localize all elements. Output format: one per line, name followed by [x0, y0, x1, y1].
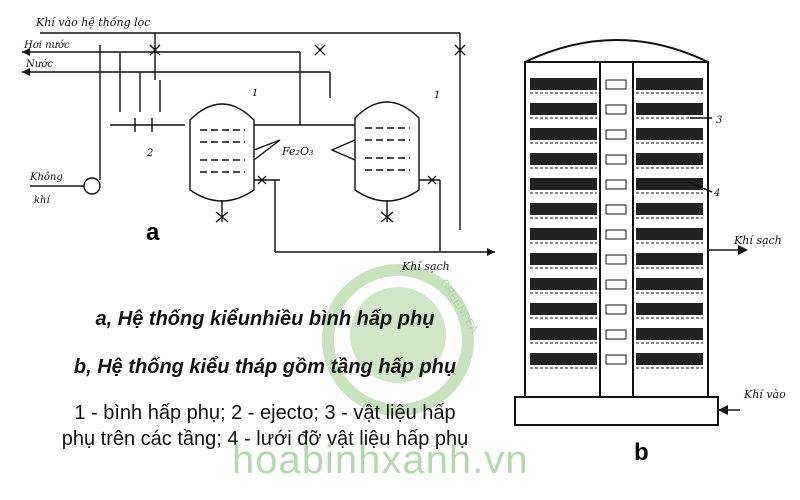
air-label-line2: khí [34, 195, 52, 206]
center-channel-cap [605, 304, 627, 315]
adsorbent-tray [636, 328, 703, 340]
clean-gas-label-b: Khí sạch [733, 234, 782, 247]
support-grid-number: 4 [713, 188, 720, 199]
center-channel-cap [605, 129, 627, 140]
ejector-number: 2 [146, 148, 153, 159]
clean-gas-label-a: Khí sạch [401, 260, 450, 273]
water-label: Nước [25, 59, 53, 70]
caption-system-a: a, Hệ thống kiểunhiều bình hấp phụ [95, 308, 435, 330]
center-channel-cap [605, 204, 627, 215]
adsorbent-tray [530, 278, 597, 290]
watermark-logo: GREENPEA [322, 264, 480, 416]
adsorbent-tray [636, 303, 703, 315]
adsorbent-tray [530, 153, 597, 165]
inlet-filter-label: Khí vào hệ thống lọc [35, 16, 150, 29]
adsorbent-tray [530, 228, 597, 240]
adsorbent-tray [530, 103, 597, 115]
center-channel-cap [605, 104, 627, 115]
tower-trays [530, 78, 703, 369]
tray-material-number: 3 [716, 115, 722, 126]
panel-b-flows [687, 117, 740, 411]
center-channel-cap [605, 229, 627, 240]
caption-legend-line2: phụ trên các tầng; 4 - lưới đỡ vật liệu … [61, 428, 469, 450]
caption-system-b: b, Hệ thống kiểu tháp gồm tầng hấp phụ [73, 356, 457, 378]
ferric-oxide-label: Fe₂O₃ [281, 145, 313, 158]
adsorbent-tray [530, 78, 597, 90]
adsorbent-tray [636, 78, 703, 90]
center-channel-cap [605, 354, 627, 365]
steam-label: Hơi nước [23, 40, 70, 51]
adsorbent-tray [636, 253, 703, 265]
adsorbent-tray [530, 328, 597, 340]
panel-a-arrows [22, 48, 495, 256]
adsorbent-tray [636, 128, 703, 140]
panel-b-arrows [718, 245, 748, 415]
caption-legend-line1: 1 - bình hấp phụ; 2 - ejecto; 3 - vật li… [74, 402, 456, 424]
adsorbent-tray [530, 353, 597, 365]
adsorbent-tray [636, 228, 703, 240]
adsorbent-tray [636, 178, 703, 190]
vessel-2-number: 1 [434, 90, 440, 101]
adsorbent-tray [530, 178, 597, 190]
adsorbent-tray [636, 353, 703, 365]
center-channel-cap [605, 329, 627, 340]
air-label-line1: Không [29, 172, 63, 183]
adsorbent-tray [530, 128, 597, 140]
watermark-site: hoabinhxanh.vn [232, 438, 529, 482]
adsorbent-tray [636, 153, 703, 165]
adsorbent-tray [636, 278, 703, 290]
panel-b-label: b [634, 439, 649, 466]
adsorbent-tray [530, 303, 597, 315]
center-channel-cap [605, 254, 627, 265]
vessel-1-number: 1 [252, 88, 258, 99]
center-channel-cap [605, 79, 627, 90]
panel-a-schematic [22, 32, 495, 253]
adsorbent-tray [636, 103, 703, 115]
adsorbent-tray [530, 203, 597, 215]
adsorbent-tray [530, 253, 597, 265]
panel-b-tower [514, 39, 719, 426]
panel-a-label: a [146, 219, 160, 246]
center-channel-cap [605, 179, 627, 190]
adsorbent-tray [636, 203, 703, 215]
center-channel-cap [605, 279, 627, 290]
gas-inlet-label-b: Khí vào [743, 388, 786, 401]
center-channel-cap [605, 154, 627, 165]
